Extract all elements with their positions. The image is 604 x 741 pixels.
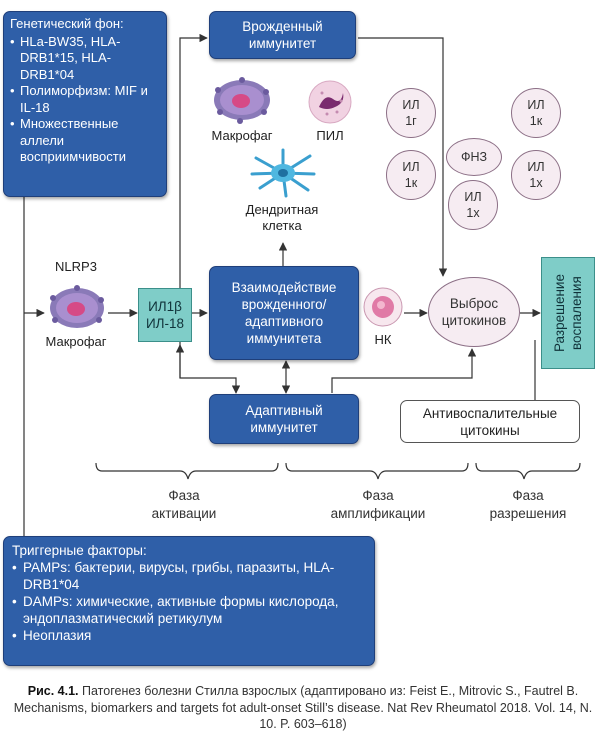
il1b-label: ИЛ1β <box>148 299 182 314</box>
triggers-item-neoplasia: Неоплазия <box>12 627 366 644</box>
il1b-il18-box: ИЛ1β ИЛ-18 <box>138 288 192 342</box>
innate-immunity-box: Врожденный иммунитет <box>209 11 356 59</box>
cytokine-release-oval: Выброс цитокинов <box>428 277 520 347</box>
innate-immunity-label: Врожденный иммунитет <box>242 19 323 51</box>
figure-caption: Рис. 4.1. Патогенез болезни Стилла взрос… <box>8 683 598 733</box>
triggers-item-pamps: PAMPs: бактерии, вирусы, грибы, паразиты… <box>12 559 366 593</box>
macrophage-left-label: Макрофаг <box>45 334 107 349</box>
cytokine-il1x-right: ИЛ 1х <box>511 150 561 200</box>
adaptive-immunity-box: Адаптивный иммунитет <box>209 394 359 444</box>
triggers-title: Триггерные факторы: <box>12 543 147 558</box>
genetic-item-hla: HLa-BW35, HLA-DRB1*15, HLA-DRB1*04 <box>10 34 160 84</box>
macrophage-left-icon <box>50 285 104 328</box>
caption-label: Рис. 4.1. <box>27 684 79 698</box>
dendritic-cell-icon <box>250 148 316 198</box>
triggers-item-damps: DAMPs: химические, активные формы кислор… <box>12 593 366 627</box>
phase-resolution: Фаза разрешения <box>489 488 567 521</box>
macrophage-top-icon <box>214 77 270 124</box>
cytokine-il1g: ИЛ 1г <box>386 88 436 138</box>
cytokine-il1x-center: ИЛ 1х <box>448 180 498 230</box>
genetic-item-alleles: Множественные аллели восприимчивости <box>10 116 160 166</box>
phase-amplification: Фаза амплификации <box>330 488 426 521</box>
macrophage-top-label: Макрофаг <box>211 128 273 143</box>
genetic-item-polymorphism: Полиморфизм: MIF и IL-18 <box>10 83 160 116</box>
phase-activation: Фаза активации <box>151 488 217 521</box>
resolution-label: Разрешение воспаления <box>552 274 584 352</box>
antiinflammatory-box: Антивоспалительные цитокины <box>400 400 580 443</box>
resolution-box: Разрешение воспаления <box>541 257 595 369</box>
dendritic-cell-label: Дендритная клетка <box>245 202 319 233</box>
genetic-title: Генетический фон: <box>10 16 124 31</box>
pil-cell-icon <box>308 80 352 124</box>
interaction-label: Взаимодействие врожденного/ адаптивного … <box>231 280 337 346</box>
antiinflammatory-label: Антивоспалительные цитокины <box>422 405 558 438</box>
genetic-background-box: Генетический фон: HLa-BW35, HLA-DRB1*15,… <box>3 11 167 197</box>
pil-label: ПИЛ <box>316 128 344 143</box>
cytokine-il1k-left: ИЛ 1к <box>386 150 436 200</box>
nk-label: НК <box>374 332 392 347</box>
cytokine-fnz: ФНЗ <box>446 138 502 176</box>
triggers-box: Триггерные факторы: PAMPs: бактерии, вир… <box>3 536 375 666</box>
cytokine-release-label: Выброс цитокинов <box>441 296 507 328</box>
adaptive-immunity-label: Адаптивный иммунитет <box>245 403 323 435</box>
caption-text: Патогенез болезни Стилла взрослых (адапт… <box>13 684 593 731</box>
interaction-box: Взаимодействие врожденного/ адаптивного … <box>209 266 359 360</box>
nlrp3-label: NLRP3 <box>55 259 97 274</box>
nk-cell-icon <box>363 287 403 327</box>
il18-label: ИЛ-18 <box>145 316 185 331</box>
cytokine-il1k-top: ИЛ 1к <box>511 88 561 138</box>
